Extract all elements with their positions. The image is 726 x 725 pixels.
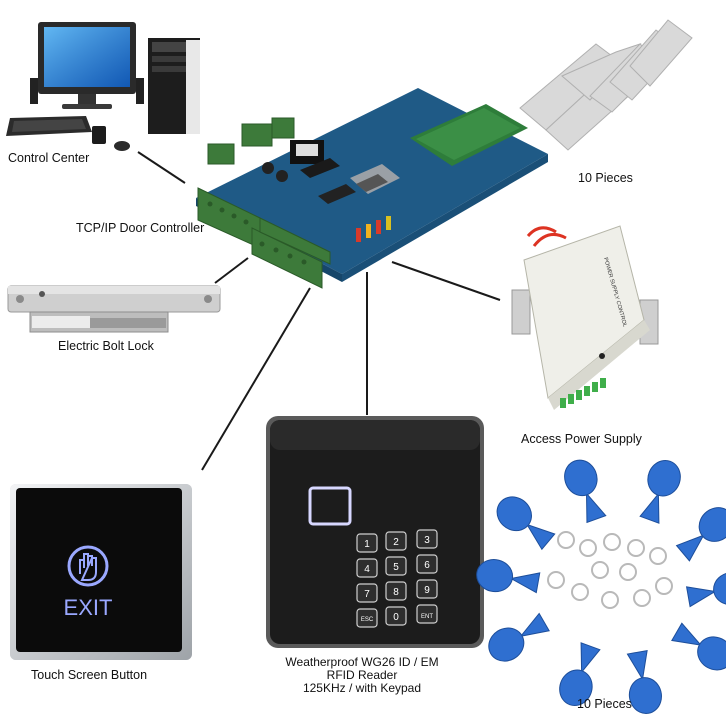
line-touch-button [201,287,311,471]
key-3: 3 [424,535,430,546]
power-supply-image: POWER SUPPLY CONTROL [511,225,659,410]
bolt-lock-image [7,285,221,333]
reader-caption-line3: 125KHz / with Keypad [302,681,422,695]
connector-lines [137,151,501,471]
key-ent: ENT [421,614,433,620]
label-fobs-count: 10 Pieces [577,697,632,711]
key-9: 9 [424,585,430,596]
key-5: 5 [393,562,399,573]
key-8: 8 [393,587,399,598]
label-power-supply: Access Power Supply [521,432,642,446]
key-0: 0 [393,612,399,623]
label-control-center: Control Center [8,151,90,165]
key-fobs-image [476,459,726,714]
label-door-controller: TCP/IP Door Controller [76,221,205,235]
key-1: 1 [364,539,370,550]
key-7: 7 [364,589,370,600]
keypad: 1 2 3 4 5 6 7 8 9 ESC 0 ENT [356,529,438,628]
key-6: 6 [424,560,430,571]
line-control-center [137,151,186,184]
reader-caption-line2: RFID Reader [326,668,398,682]
line-bolt-lock [214,257,249,284]
reader-caption-line1: Weatherproof WG26 ID / EM [285,655,439,669]
exit-text: EXIT [64,595,113,620]
pc-image [6,22,200,151]
label-bolt-lock: Electric Bolt Lock [58,339,154,353]
touch-button-image: EXIT [10,484,192,660]
key-2: 2 [393,537,399,548]
label-touch-button: Touch Screen Button [31,668,148,682]
rfid-reader-image: 1 2 3 4 5 6 7 8 9 ESC 0 ENT [266,416,484,648]
door-controller-image [196,88,548,289]
key-4: 4 [364,564,370,575]
line-power-supply [391,261,501,301]
key-esc: ESC [361,617,374,623]
cards-image [519,19,693,151]
reader-caption: Weatherproof WG26 ID / EM RFID Reader 12… [272,656,452,695]
label-cards-count: 10 Pieces [578,171,633,185]
